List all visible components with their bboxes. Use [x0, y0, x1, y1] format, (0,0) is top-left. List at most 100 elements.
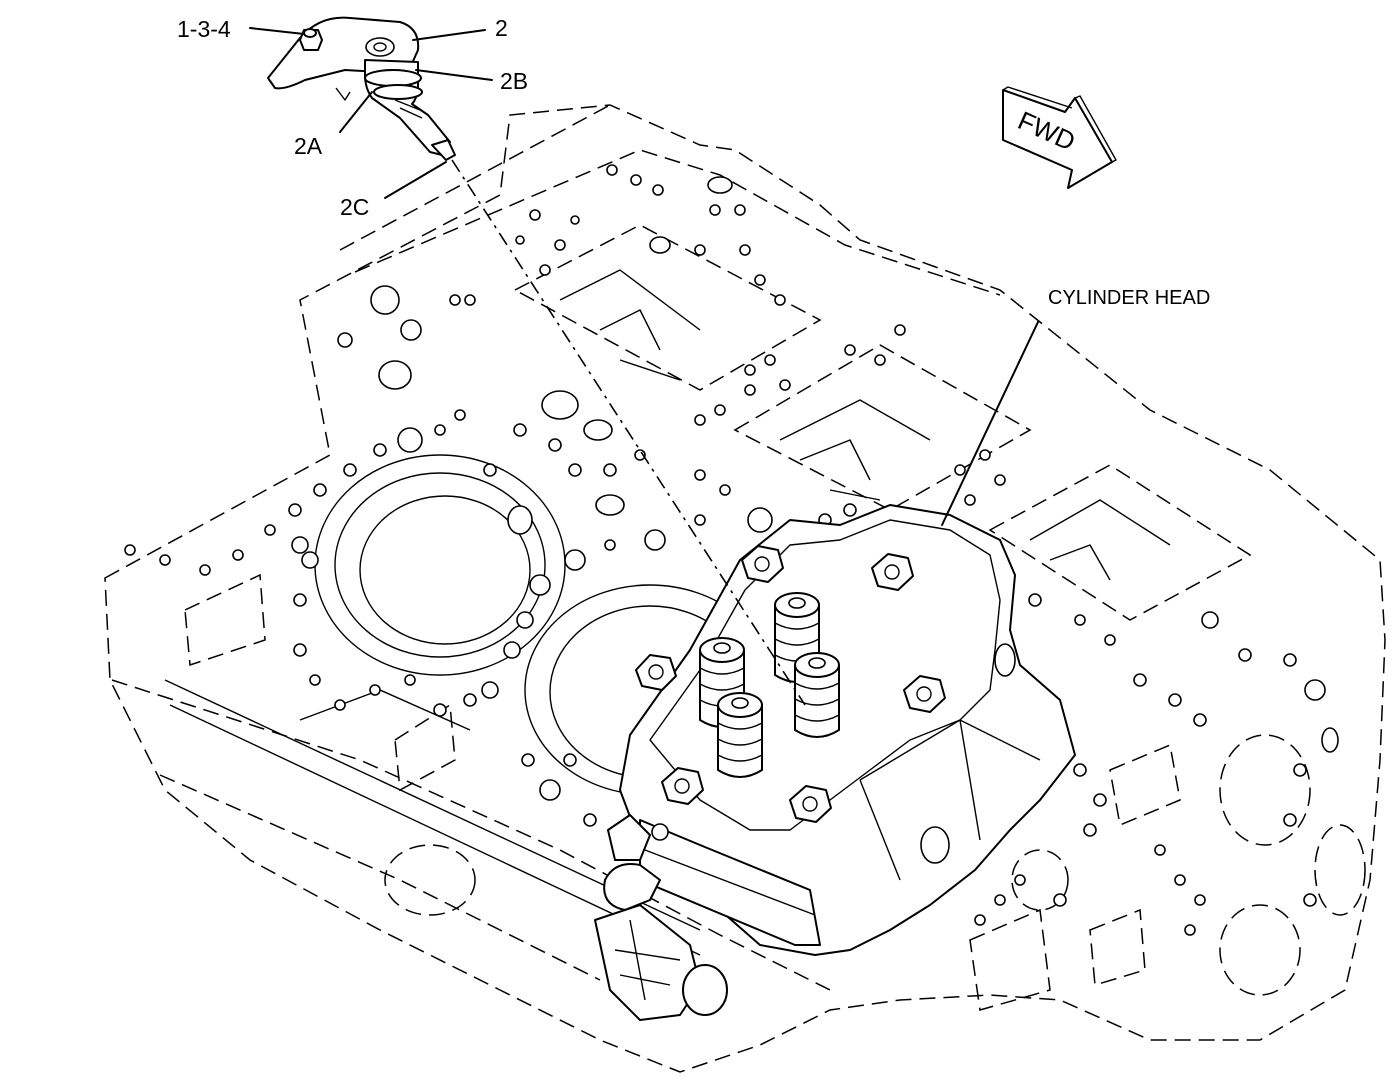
- engine-block-outline: [104, 104, 1386, 1073]
- deck-hole: [483, 463, 497, 477]
- deck-hole: [529, 574, 551, 596]
- valve-spring: [699, 637, 745, 728]
- deck-hole: [124, 544, 136, 556]
- deck-hole: [1133, 673, 1147, 687]
- deck-hole: [744, 364, 756, 376]
- deck-hole: [779, 379, 791, 391]
- deck-hole: [199, 564, 211, 576]
- deck-hole: [1304, 679, 1326, 701]
- callout-2: 2: [495, 15, 508, 41]
- deck-hole: [1028, 593, 1042, 607]
- deck-hole: [719, 484, 731, 496]
- deck-hole: [764, 354, 776, 366]
- deck-hole: [649, 236, 671, 254]
- deck-hole: [1283, 653, 1297, 667]
- deck-hole: [293, 593, 307, 607]
- callout-2c: 2C: [340, 194, 369, 220]
- deck-hole: [874, 354, 886, 366]
- valve-spring: [717, 692, 763, 778]
- callout-cylinder-head: CYLINDER HEAD: [1048, 287, 1210, 309]
- deck-hole: [541, 390, 579, 420]
- deck-hole: [1193, 713, 1207, 727]
- deck-hole: [994, 474, 1006, 486]
- deck-hole: [694, 469, 706, 481]
- deck-hole: [1074, 614, 1086, 626]
- deck-hole: [954, 464, 966, 476]
- deck-hole: [1283, 813, 1297, 827]
- crankcase-opening: [733, 344, 1032, 511]
- deck-hole: [288, 503, 302, 517]
- deck-hole: [563, 753, 577, 767]
- deck-hole: [507, 505, 533, 535]
- deck-hole: [1104, 634, 1116, 646]
- fuel-injector: [267, 16, 456, 161]
- deck-hole: [606, 164, 618, 176]
- deck-hole: [529, 209, 541, 221]
- deck-hole: [1083, 823, 1097, 837]
- deck-hole: [1303, 893, 1317, 907]
- o-ring: [373, 84, 423, 100]
- valve-spring: [794, 652, 840, 738]
- deck-hole: [513, 423, 527, 437]
- deck-hole: [1238, 648, 1252, 662]
- deck-hole: [373, 443, 387, 457]
- head-bolt: [789, 785, 832, 823]
- deck-hole: [979, 449, 991, 461]
- deck-hole: [1201, 611, 1219, 629]
- deck-hole: [370, 285, 400, 315]
- head-bolt: [871, 553, 914, 591]
- installation-centerline: [451, 159, 806, 706]
- deck-hole: [400, 319, 422, 341]
- cylinder-head: [594, 504, 1076, 1021]
- deck-hole: [301, 551, 319, 569]
- deck-hole: [747, 507, 773, 533]
- deck-hole: [309, 674, 321, 686]
- deck-hole: [843, 503, 857, 517]
- deck-hole: [343, 463, 357, 477]
- deck-hole: [449, 294, 461, 306]
- head-bolt: [903, 675, 946, 713]
- deck-hole: [974, 914, 986, 926]
- deck-hole: [454, 409, 466, 421]
- deck-hole: [434, 424, 446, 436]
- deck-hole: [714, 404, 726, 416]
- deck-hole: [1194, 894, 1206, 906]
- deck-hole: [554, 239, 566, 251]
- crankcase-opening: [513, 224, 822, 391]
- forward-direction-arrow: FWD: [1002, 86, 1117, 189]
- deck-hole: [734, 204, 746, 216]
- deck-hole: [1053, 893, 1067, 907]
- deck-hole: [539, 264, 551, 276]
- fuel-line-fitting: [594, 814, 728, 1021]
- deck-hole: [583, 813, 597, 827]
- deck-hole: [652, 184, 664, 196]
- deck-hole: [707, 176, 733, 194]
- deck-hole: [694, 414, 706, 426]
- deck-hole: [433, 703, 447, 717]
- deck-hole: [404, 674, 416, 686]
- deck-hole: [774, 294, 786, 306]
- deck-hole: [291, 536, 309, 554]
- deck-hole: [539, 779, 561, 801]
- deck-hole: [232, 549, 244, 561]
- callout-leaders: [249, 27, 1039, 526]
- deck-hole: [994, 894, 1006, 906]
- deck-hole: [503, 641, 521, 659]
- callout-2b: 2B: [500, 68, 528, 94]
- deck-hole: [313, 483, 327, 497]
- deck-hole: [1293, 763, 1307, 777]
- deck-hole: [744, 384, 756, 396]
- head-bolt: [741, 545, 784, 583]
- deck-hole: [603, 463, 617, 477]
- deck-hole: [521, 753, 535, 767]
- deck-hole: [564, 549, 586, 571]
- head-bolt: [635, 654, 677, 691]
- deck-hole: [739, 244, 751, 256]
- deck-hole: [548, 438, 562, 452]
- deck-hole: [516, 611, 534, 629]
- injector-tip: [431, 139, 456, 161]
- deck-hole: [397, 427, 423, 453]
- callout-2a: 2A: [294, 133, 323, 159]
- deck-hole: [264, 524, 276, 536]
